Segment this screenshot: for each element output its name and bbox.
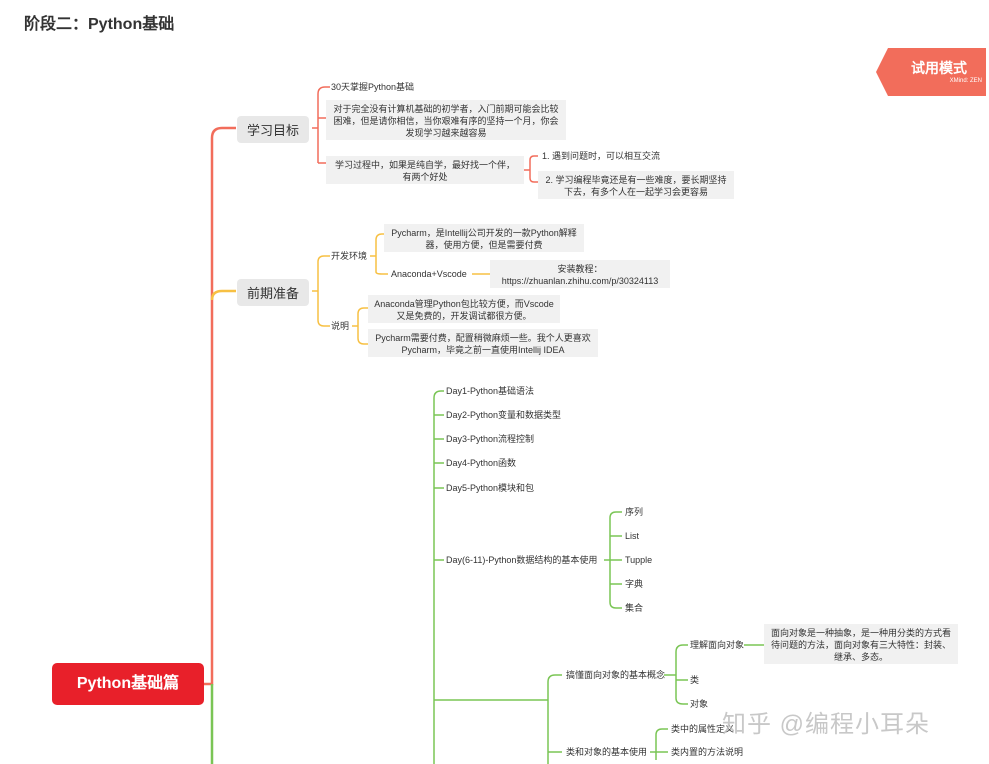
node-prep-env[interactable]: 开发环境 (331, 251, 368, 261)
watermark: 知乎 @编程小耳朵 (722, 711, 931, 738)
days-connector (433, 390, 444, 764)
node-prep[interactable]: 前期准备 (237, 279, 310, 306)
node-oop-class[interactable]: 类 (690, 675, 700, 685)
node-day5[interactable]: Day5-Python模块和包 (446, 483, 535, 493)
node-ds-tupple[interactable]: Tupple (625, 555, 653, 565)
node-prep-note[interactable]: 说明 (331, 321, 350, 331)
node-ds-list[interactable]: List (625, 531, 640, 541)
node-goals-sub1[interactable]: 1. 遇到问题时，可以相互交流 (542, 151, 661, 161)
node-oop-basic[interactable]: 类和对象的基本使用 (566, 747, 648, 757)
trial-mode-label: 试用模式 (911, 60, 967, 76)
node-day2[interactable]: Day2-Python变量和数据类型 (446, 410, 562, 420)
node-goals-item2[interactable]: 对于完全没有计算机基础的初学者，入门前期可能会比较困难，但是请你相信，当你艰难有… (326, 100, 566, 140)
prep-connector (312, 255, 330, 327)
trial-mode-sub: XMind: ZEN (949, 78, 982, 84)
trial-mode-badge[interactable]: 试用模式 XMind: ZEN (876, 48, 986, 96)
node-day6-11[interactable]: Day(6-11)-Python数据结构的基本使用 (446, 555, 598, 565)
env-connector (370, 233, 490, 275)
node-oop-concept[interactable]: 搞懂面向对象的基本概念 (566, 670, 666, 680)
node-prep-note1[interactable]: Anaconda管理Python包比较方便，而Vscode又是免费的，开发调试都… (368, 295, 560, 323)
basic-connector (650, 728, 668, 760)
root-node[interactable]: Python基础篇 (52, 663, 204, 705)
node-ds-sequence[interactable]: 序列 (625, 507, 644, 517)
node-day1[interactable]: Day1-Python基础语法 (446, 386, 535, 396)
page-heading: 阶段二：Python基础 (24, 16, 175, 33)
node-oop-understand-desc[interactable]: 面向对象是一种抽象，是一种用分类的方式看待问题的方法，面向对象有三大特性：封装、… (764, 624, 958, 664)
node-goals-item3[interactable]: 学习过程中，如果是纯自学，最好找一个伴，有两个好处 (326, 156, 524, 184)
node-prep-anaconda[interactable]: Anaconda+Vscode (391, 269, 467, 279)
node-oop-object[interactable]: 对象 (690, 699, 709, 709)
node-prep-pycharm[interactable]: Pycharm，是Intellij公司开发的一款Python解释器，使用方便，但… (384, 224, 584, 252)
goals-connector (312, 86, 330, 164)
node-prep-note2[interactable]: Pycharm需要付费，配置稍微麻烦一些。我个人更喜欢Pycharm，毕竟之前一… (368, 329, 598, 357)
node-day4[interactable]: Day4-Python函数 (446, 458, 517, 468)
node-oop-understand[interactable]: 理解面向对象 (690, 640, 745, 650)
oop-connector (434, 674, 562, 764)
concept-connector (664, 644, 688, 705)
branch-prep (210, 289, 236, 301)
goals-sub-connector (524, 155, 538, 183)
node-ds-dict[interactable]: 字典 (625, 579, 644, 589)
node-oop-attr[interactable]: 类中的属性定义 (671, 724, 735, 734)
node-goals-sub2[interactable]: 2. 学习编程毕竟还是有一些难度，要长期坚持下去，有多个人在一起学习会更容易 (538, 171, 734, 199)
node-day3[interactable]: Day3-Python流程控制 (446, 434, 535, 444)
node-goals[interactable]: 学习目标 (237, 116, 310, 143)
node-prep-install[interactable]: 安装教程：https://zhuanlan.zhihu.com/p/303241… (490, 260, 670, 288)
badge-shape (876, 48, 986, 96)
node-ds-set[interactable]: 集合 (625, 603, 644, 613)
node-oop-method[interactable]: 类内置的方法说明 (671, 747, 744, 757)
node-goals-item1[interactable]: 30天掌握Python基础 (331, 82, 415, 92)
note-connector (352, 307, 370, 345)
branch-goals (204, 126, 236, 686)
ds-connector (604, 511, 622, 609)
